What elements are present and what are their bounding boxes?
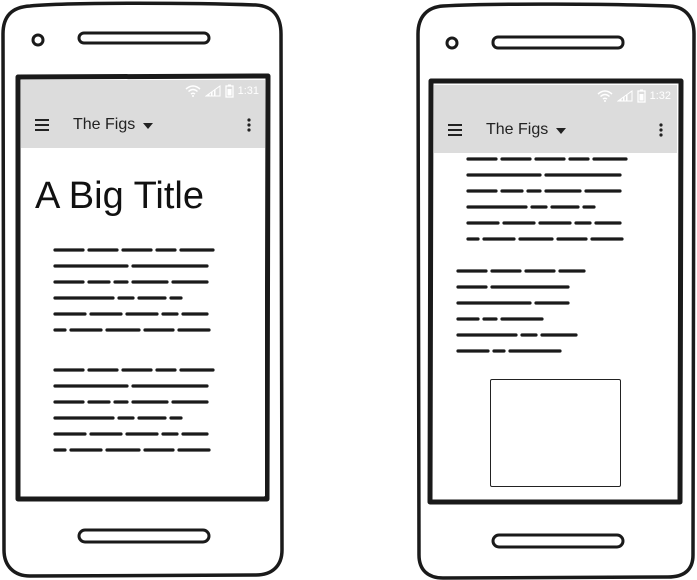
status-time: 1:31: [237, 85, 259, 97]
more-vert-icon[interactable]: [659, 107, 663, 153]
image-placeholder: [490, 379, 621, 487]
dropdown-caret-icon: [143, 116, 154, 134]
more-vert-icon[interactable]: [247, 102, 251, 148]
hamburger-menu-icon[interactable]: [25, 102, 59, 148]
app-title-dropdown[interactable]: The Figs: [486, 121, 567, 139]
battery-icon: [636, 89, 646, 103]
scribble-paragraph: [53, 366, 238, 458]
wifi-icon: [597, 90, 613, 102]
left-phone-speaker: [77, 31, 211, 45]
wifi-icon: [185, 85, 201, 97]
right-phone-camera: [445, 36, 459, 50]
right-phone-home-bar: [491, 533, 625, 549]
left-phone-screen: 1:31 The Figs A Big Title: [21, 80, 265, 496]
scribble-paragraph: [53, 246, 238, 338]
right-phone-body: [416, 2, 696, 580]
right-phone-screen: 1:32 The Figs: [434, 85, 677, 499]
left-phone-home-bar: [77, 528, 211, 544]
right-phone-speaker: [491, 35, 625, 50]
app-title: The Figs: [486, 121, 549, 138]
status-bar: 1:31: [21, 80, 265, 102]
left-screen-border: [15, 73, 271, 502]
left-phone-body: [1, 1, 284, 578]
status-bar: 1:32: [434, 85, 677, 107]
app-title-dropdown[interactable]: The Figs: [73, 116, 154, 134]
app-bar: The Figs: [21, 102, 265, 148]
status-time: 1:32: [649, 90, 671, 102]
scribble-paragraph: [466, 157, 651, 245]
app-title: The Figs: [73, 116, 136, 133]
hamburger-menu-icon[interactable]: [438, 107, 472, 153]
left-phone-camera: [31, 33, 45, 47]
dropdown-caret-icon: [556, 121, 567, 139]
right-screen-border: [427, 78, 684, 505]
big-title: A Big Title: [35, 175, 204, 217]
battery-icon: [224, 84, 234, 98]
scribble-paragraph: [456, 267, 596, 359]
signal-icon: [616, 90, 633, 102]
signal-icon: [204, 85, 221, 97]
app-bar: The Figs: [434, 107, 677, 153]
